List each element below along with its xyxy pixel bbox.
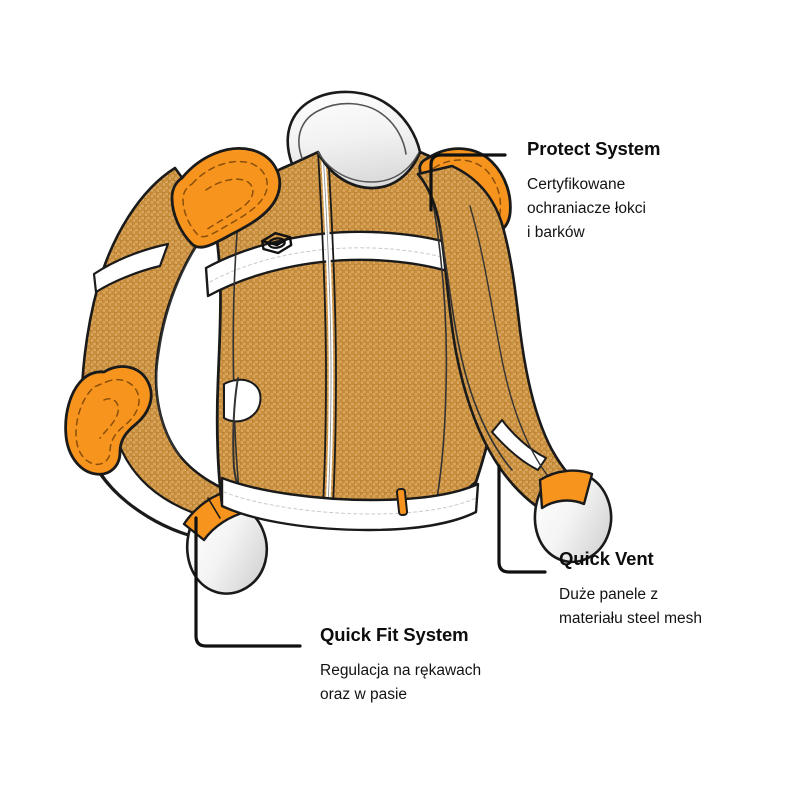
callout-body-line: Duże panele z [559, 586, 659, 604]
callout-quick-vent: Quick Vent Duże panele z materiału steel… [559, 548, 800, 631]
callout-body-quick-fit-system: Regulacja na rękawach oraz w pasie [320, 659, 570, 706]
callout-quick-fit-system: Quick Fit System Regulacja na rękawach o… [320, 624, 570, 707]
brand-logo-icon [261, 231, 293, 255]
callout-title-protect-system: Protect System [527, 138, 661, 159]
hem-band [220, 476, 480, 532]
elbow-protector-left [64, 365, 153, 476]
callout-body-line: oraz w pasie [320, 685, 408, 703]
callout-body-line: materiału steel mesh [559, 609, 703, 627]
callout-protect-system: Protect System Certyfikowane ochraniacze… [527, 138, 777, 244]
leader-line-fit [194, 516, 302, 648]
sleeve-mesh-panel-right [491, 419, 547, 471]
callout-body-line: Regulacja na rękawach [320, 662, 482, 680]
callout-body-line: ochraniacze łokci [527, 199, 646, 217]
front-zipper [317, 149, 337, 527]
cuff-right [533, 469, 613, 564]
callout-title-quick-fit-system: Quick Fit System [320, 624, 469, 645]
leader-line-vent [497, 464, 547, 574]
hem-adjuster-tab [395, 487, 409, 517]
callout-body-quick-vent: Duże panele z materiału steel mesh [559, 583, 800, 630]
callout-title-quick-vent: Quick Vent [559, 548, 654, 569]
callout-body-protect-system: Certyfikowane ochraniacze łokci i barków [527, 173, 777, 244]
callout-body-line: i barków [527, 223, 585, 241]
callout-body-line: Certyfikowane [527, 176, 626, 194]
collar [286, 90, 422, 190]
leader-line-protect [429, 153, 507, 212]
hand-pocket [223, 377, 262, 501]
shoulder-protector-left [170, 147, 282, 249]
sleeve-reflective-band-left [92, 242, 170, 294]
